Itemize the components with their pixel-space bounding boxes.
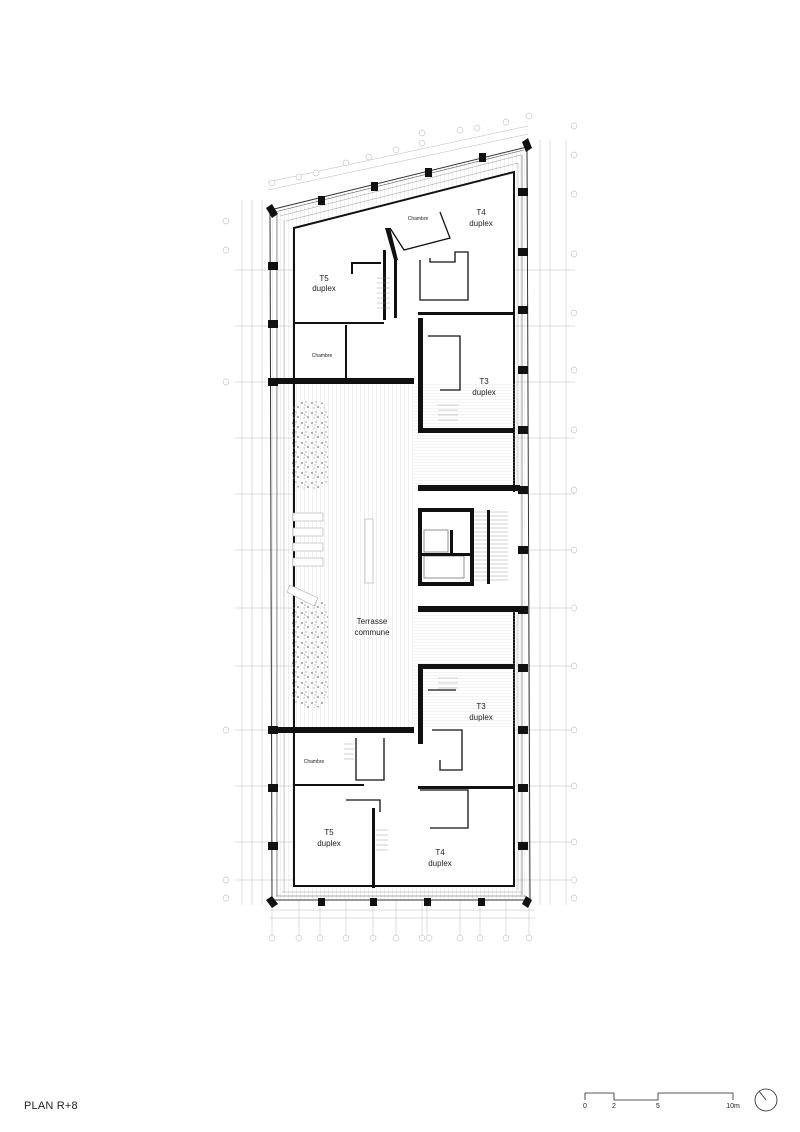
room-label-chambre-ne: Chambre (408, 216, 429, 222)
room-label-chambre-sw: Chambre (304, 759, 325, 765)
north-arrow-icon (754, 1088, 778, 1112)
room-label-terrasse-sub: commune (354, 628, 390, 637)
planting-south (292, 598, 328, 708)
scale-bar (584, 1092, 734, 1101)
circulation-core (418, 508, 508, 586)
facade-columns (266, 138, 532, 908)
plan-title: PLAN R+8 (24, 1100, 78, 1112)
svg-text:0: 0 (583, 1103, 587, 1110)
room-label-t4-north: T4 (476, 208, 486, 217)
room-label-t3-south-sub: duplex (469, 713, 493, 722)
svg-text:5: 5 (656, 1103, 660, 1110)
room-label-chambre-nw: Chambre (312, 353, 333, 359)
scale-bar-labels: 0 2 5 10m (583, 1103, 740, 1110)
room-label-t4-north-sub: duplex (469, 219, 493, 228)
room-labels: T5 duplex Chambre Chambre T4 duplex T3 d… (304, 208, 496, 868)
room-label-t5-south: T5 (324, 828, 334, 837)
svg-text:2: 2 (612, 1103, 616, 1110)
grid-axis-markers (222, 112, 578, 942)
room-label-t3-north: T3 (479, 377, 489, 386)
room-label-t5-north-sub: duplex (312, 284, 336, 293)
room-label-t5-north: T5 (319, 274, 329, 283)
planting-north (292, 400, 328, 490)
partition-walls (346, 211, 469, 829)
structural-walls (270, 228, 520, 888)
room-label-t3-north-sub: duplex (472, 388, 496, 397)
room-label-t4-south-sub: duplex (428, 859, 452, 868)
room-label-t5-south-sub: duplex (317, 839, 341, 848)
room-label-t4-south: T4 (435, 848, 445, 857)
room-label-terrasse: Terrasse (357, 617, 388, 626)
room-label-t3-south: T3 (476, 702, 486, 711)
apartment-stairs (344, 277, 458, 851)
svg-text:10m: 10m (726, 1103, 740, 1110)
